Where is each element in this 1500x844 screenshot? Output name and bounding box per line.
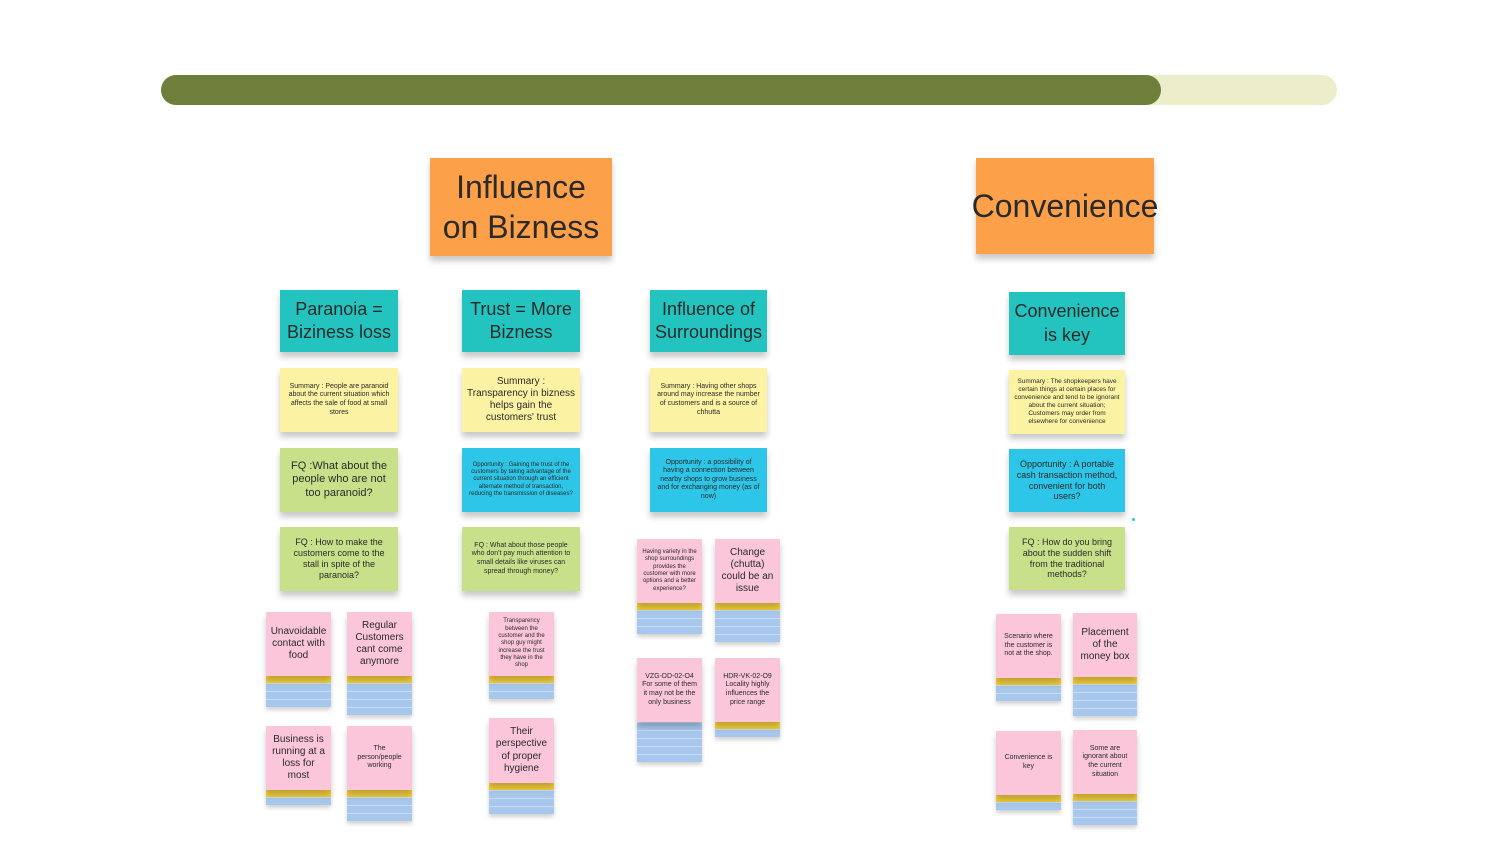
- progress-bar-fill: [161, 75, 1161, 105]
- insight-note-not-only-business[interactable]: VZG-DD-02-O4 For some of them it may not…: [637, 658, 702, 722]
- theme-note-paranoia[interactable]: Paranoia = Biziness loss: [280, 290, 398, 352]
- opportunity-note-convenience[interactable]: Opportunity : A portable cash transactio…: [1009, 449, 1125, 512]
- insight-note-ignorant[interactable]: Some are ignorant about the current situ…: [1073, 730, 1137, 794]
- note-stack: [637, 722, 702, 762]
- progress-bar: [161, 75, 1337, 105]
- insight-note-scenario[interactable]: Scenario where the customer is not at th…: [996, 614, 1061, 678]
- note-stack: [1073, 677, 1137, 716]
- note-stack: [637, 603, 702, 634]
- header-note-influence-on-bizness[interactable]: Influence on Bizness: [430, 158, 612, 256]
- canvas-dot: [1132, 518, 1135, 521]
- summary-note-convenience[interactable]: Summary : The shopkeepers have certain t…: [1009, 370, 1125, 434]
- note-stack: [347, 790, 412, 821]
- theme-note-convenience-key[interactable]: Convenience is key: [1009, 292, 1125, 355]
- insight-note-money-box[interactable]: Placement of the money box: [1073, 613, 1137, 677]
- note-stack: [715, 603, 780, 642]
- insight-note-change-chutta[interactable]: Change (chutta) could be an issue: [715, 539, 780, 603]
- header-note-convenience[interactable]: Convenience: [972, 158, 1158, 254]
- insight-note-transparency[interactable]: Transparency between the customer and th…: [489, 612, 554, 676]
- summary-note-surroundings[interactable]: Summary : Having other shops around may …: [650, 368, 767, 432]
- insight-note-variety[interactable]: Having variety in the shop surroundings …: [637, 539, 702, 603]
- opportunity-note-surroundings[interactable]: Opportunity : a possibility of having a …: [650, 448, 767, 512]
- question-note-paranoia-1[interactable]: FQ :What about the people who are not to…: [280, 448, 398, 512]
- theme-note-surroundings[interactable]: Influence of Surroundings: [650, 290, 767, 352]
- note-stack: [1073, 794, 1137, 825]
- note-stack: [489, 676, 554, 699]
- question-note-paranoia-2[interactable]: FQ : How to make the customers come to t…: [280, 527, 398, 591]
- insight-note-hygiene[interactable]: Their perspective of proper hygiene: [489, 718, 554, 783]
- question-note-convenience-1[interactable]: FQ : How do you bring about the sudden s…: [1009, 527, 1125, 590]
- insight-note-unavoidable-contact[interactable]: Unavoidable contact with food: [266, 612, 331, 676]
- summary-note-paranoia[interactable]: Summary : People are paranoid about the …: [280, 368, 398, 432]
- question-note-trust-1[interactable]: FQ : What about those people who don't p…: [462, 527, 580, 591]
- insight-note-person-working[interactable]: The person/people working: [347, 726, 412, 790]
- note-stack: [347, 676, 412, 715]
- note-stack: [715, 722, 780, 737]
- note-stack: [996, 678, 1061, 701]
- insight-note-regular-customers[interactable]: Regular Customers cant come anymore: [347, 612, 412, 676]
- note-stack: [996, 795, 1061, 810]
- insight-note-convenience-key[interactable]: Convenience is key: [996, 731, 1061, 795]
- opportunity-note-trust[interactable]: Opportunity : Gaining the trust of the c…: [462, 448, 580, 512]
- summary-note-trust[interactable]: Summary : Transparency in bizness helps …: [462, 368, 580, 432]
- note-stack: [489, 783, 554, 814]
- insight-note-locality-price[interactable]: HDR-VK-02-O9 Locality highly influences …: [715, 658, 780, 722]
- insight-note-business-loss[interactable]: Business is running at a loss for most: [266, 726, 331, 790]
- theme-note-trust[interactable]: Trust = More Bizness: [462, 290, 580, 352]
- note-stack: [266, 790, 331, 805]
- note-stack: [266, 676, 331, 707]
